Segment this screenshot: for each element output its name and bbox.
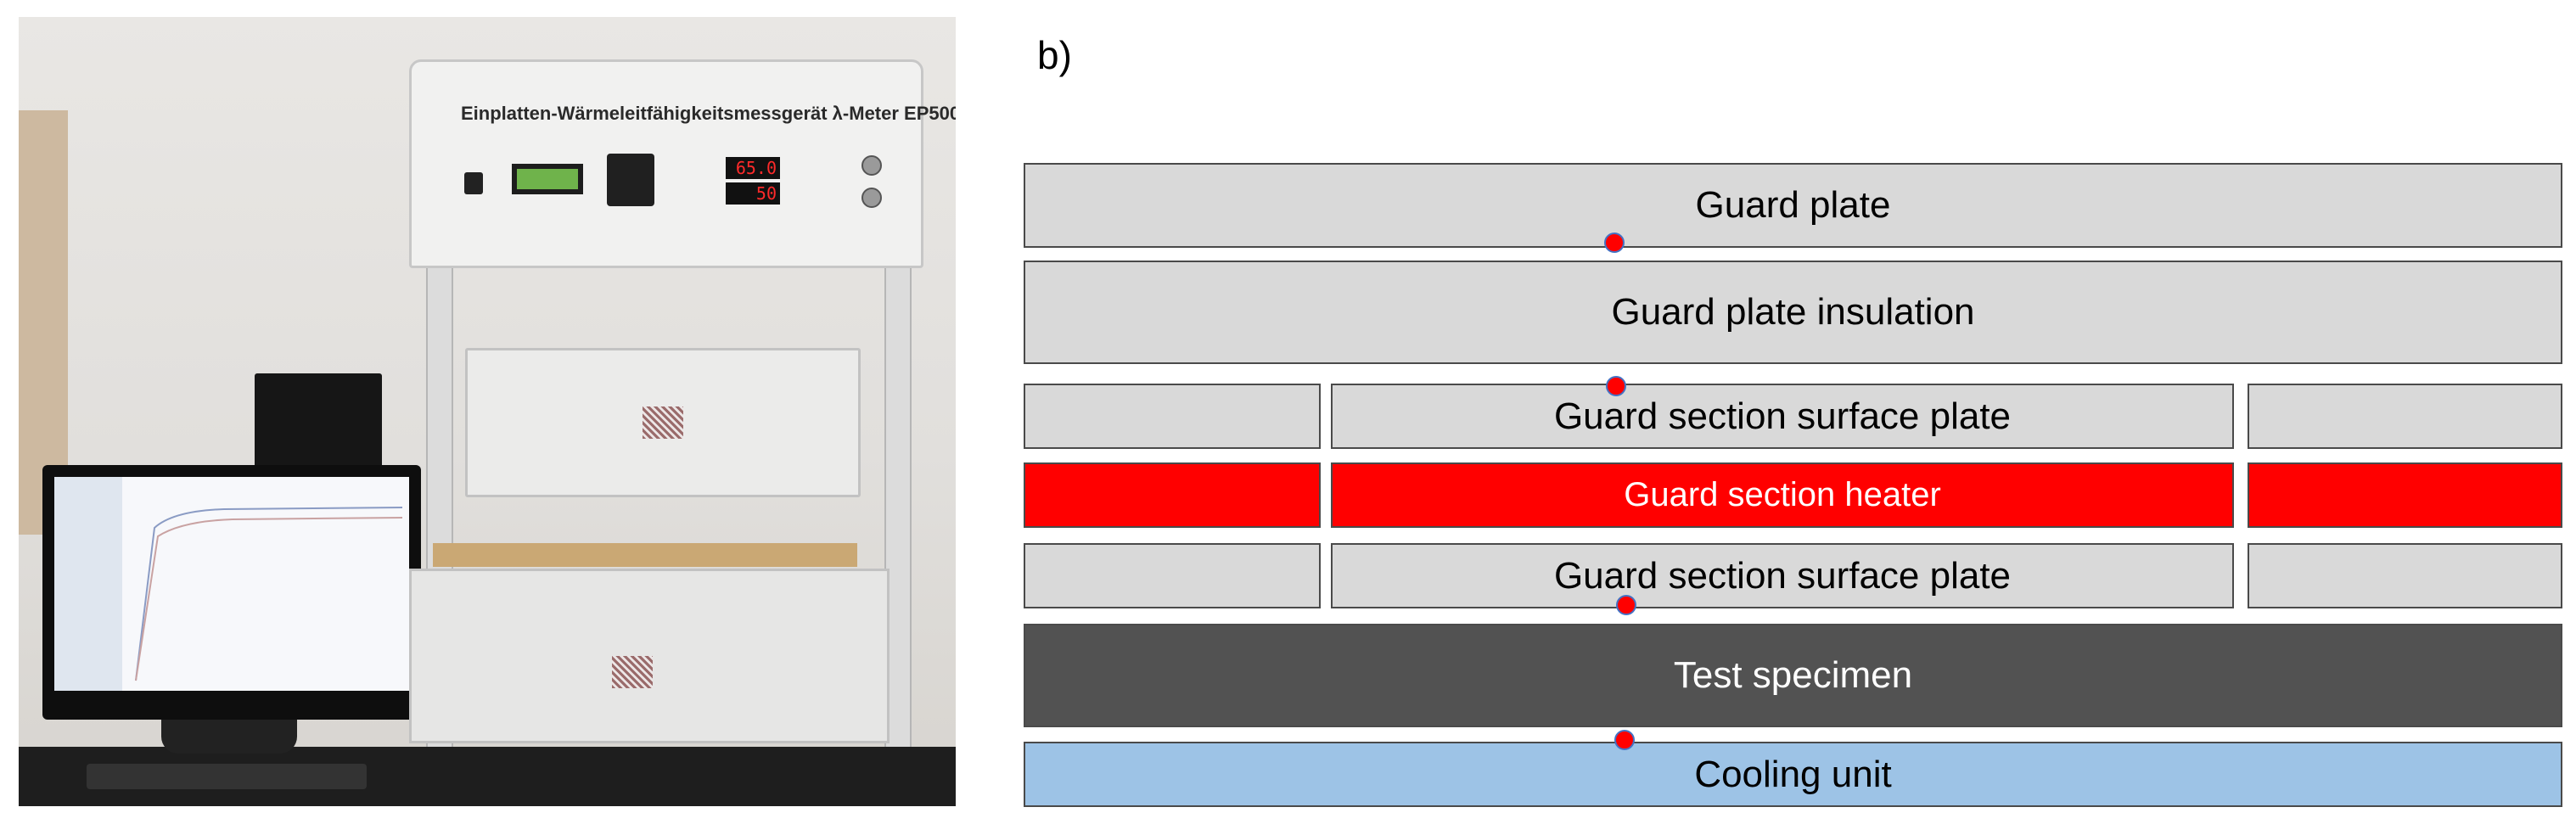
upper-drawer [465,348,861,497]
lower-cabinet [409,569,890,743]
guard-section-heater: Guard section heater [1331,462,2234,528]
device-control-panel: Einplatten-Wärmeleitfähigkeitsmessgerät … [409,59,956,268]
surface-plate-bottom-right [2248,543,2562,608]
power-switch [464,172,483,194]
surface-plate-top-left [1024,384,1321,449]
temperature-display-bottom: 50 [726,182,780,205]
surface-plate-bottom-left [1024,543,1321,608]
lower-grill [612,656,653,688]
heater-right [2248,462,2562,528]
monitor-stand [161,720,297,754]
temperature-display-top: 65.0 [726,157,780,179]
monitor-screen [54,477,409,691]
cooling-unit: Cooling unit [1024,742,2562,807]
surface-plate-top-center: Guard section surface plate [1331,384,2234,449]
test-specimen: Test specimen [1024,624,2562,727]
sensor-dot [1616,595,1636,615]
sensor-dot [1606,376,1626,396]
screen-curve [135,507,403,681]
heater-left [1024,462,1321,528]
knob-top [861,155,882,176]
device-title: Einplatten-Wärmeleitfähigkeitsmessgerät … [461,103,956,124]
lcd-display [512,164,583,194]
guard-plate: Guard plate [1024,163,2562,248]
keyboard [87,764,367,789]
wall-box [19,110,68,535]
sensor-dot [1614,730,1635,750]
guard-plate-insulation: Guard plate insulation [1024,261,2562,364]
upper-grill [643,406,683,439]
panel-b-label: b) [1037,33,1072,77]
knob-bottom [861,188,882,208]
keypad [607,154,654,206]
sensor-dot [1604,233,1625,253]
computer-monitor [42,465,421,720]
screen-table [54,477,122,691]
sample-board [433,543,857,567]
device-photo: Einplatten-Wärmeleitfähigkeitsmessgerät … [19,17,956,806]
lambda-meter-device: Einplatten-Wärmeleitfähigkeitsmessgerät … [392,59,956,764]
surface-plate-bottom-center: Guard section surface plate [1331,543,2234,608]
surface-plate-top-right [2248,384,2562,449]
